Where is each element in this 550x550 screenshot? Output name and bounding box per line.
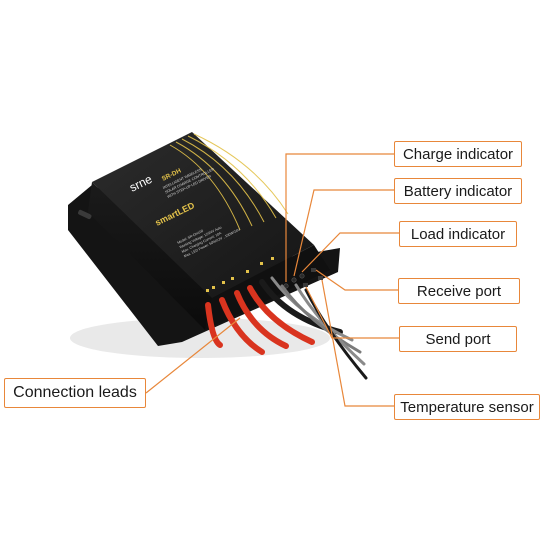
callout-send-port: Send port <box>399 326 517 352</box>
callout-temperature-sensor: Temperature sensor <box>394 394 540 420</box>
leader-temperature <box>321 279 394 407</box>
temperature-sensor-port <box>318 276 323 280</box>
callout-load-indicator: Load indicator <box>399 221 517 247</box>
leader-receive <box>315 269 398 291</box>
load-led <box>299 273 305 279</box>
lead-red <box>247 285 315 345</box>
lead-gray <box>280 284 362 354</box>
leader-lines <box>145 153 399 407</box>
housing-front-left <box>88 182 212 330</box>
leader-load <box>301 232 399 273</box>
receive-port <box>311 268 316 272</box>
terminal-markings <box>206 257 274 292</box>
leader-battery <box>293 189 394 277</box>
housing-top <box>92 132 314 298</box>
send-port <box>303 283 308 287</box>
lead-red <box>234 290 289 349</box>
lead-red <box>219 297 265 355</box>
leader-leads <box>145 317 241 394</box>
device-shadow <box>70 318 330 358</box>
mounting-hole <box>78 209 92 220</box>
battery-led <box>291 277 297 283</box>
gold-swoosh <box>169 133 289 231</box>
callout-charge-indicator: Charge indicator <box>394 141 522 167</box>
callout-receive-port: Receive port <box>398 278 520 304</box>
lead-red <box>205 302 223 348</box>
callout-connection-leads: Connection leads <box>4 378 146 408</box>
leader-charge <box>285 153 394 282</box>
callout-battery-indicator: Battery indicator <box>394 178 522 204</box>
